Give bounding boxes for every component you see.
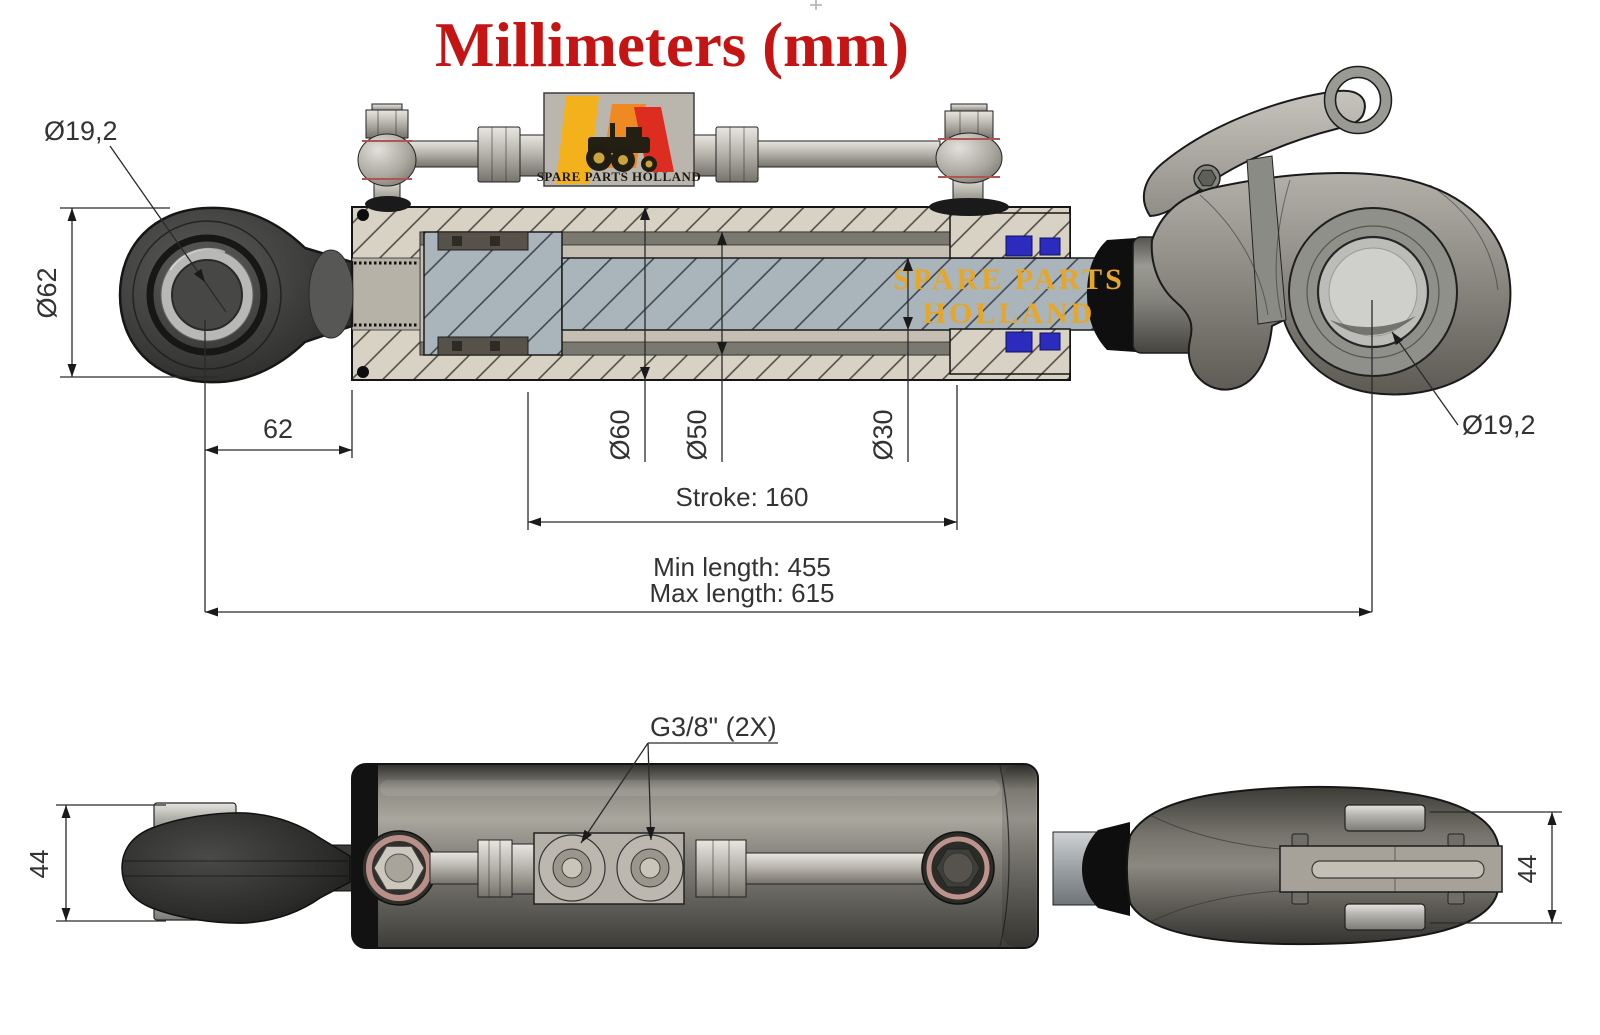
banjo-fitting-left: [357, 103, 417, 209]
hydraulic-pipe-assembly: SPARE PARTS HOLLAND: [357, 92, 1003, 209]
tractor-icon: [586, 123, 657, 172]
logo-stripe-red: [634, 107, 674, 172]
dim-eye-width-label: 44: [24, 850, 54, 879]
rubber-boot-external: [1082, 822, 1130, 916]
hook-assembly-section: [1087, 65, 1512, 396]
o-ring: [357, 366, 369, 378]
side-tube: [745, 852, 937, 885]
dim-eye-od-label: Ø62: [32, 267, 62, 318]
pivot-bushing-top: [1344, 804, 1426, 832]
ball-cap: [308, 249, 354, 339]
hook-external: [1052, 785, 1503, 946]
cylinder-external: [351, 763, 1039, 949]
eye-stud: [351, 257, 421, 331]
section-view: SPARE PARTS HOLLAND: [32, 65, 1536, 617]
pull-ring: [1324, 66, 1392, 134]
dim-eye-offset-label: 62: [263, 414, 293, 444]
dim-rod-label: Ø30: [868, 409, 898, 460]
pipe-segment: [757, 140, 941, 168]
dim-min-length-label: Min length: 455: [653, 552, 831, 582]
logo-text: SPARE PARTS HOLLAND: [537, 169, 702, 184]
watermark-line2: HOLLAND: [923, 297, 1096, 330]
dim-eye-hole-label: Ø19,2: [44, 116, 118, 146]
compression-nut: [695, 839, 747, 898]
rubber-boot: [1087, 238, 1136, 352]
dim-ports-label: G3/8" (2X): [650, 712, 777, 742]
dim-max-length-label: Max length: 615: [649, 578, 834, 608]
watermark-line1: SPARE PARTS: [893, 263, 1125, 296]
piston-seal: [437, 336, 529, 356]
piston-rod-section: [561, 257, 1108, 331]
page-title: Millimeters (mm): [435, 10, 909, 80]
port-tube: [429, 851, 481, 885]
latch-pin: [1311, 860, 1485, 879]
rod-seal-blue: [1005, 331, 1033, 353]
dim-cylinder-od-label: Ø60: [605, 409, 635, 460]
dim-hook-hole-label: Ø19,2: [1462, 410, 1536, 440]
piston-seal: [437, 231, 529, 251]
banjo-fitting-right: [935, 103, 1003, 209]
compression-nut: [477, 839, 513, 898]
banjo-flange: [365, 196, 411, 212]
rod-seal-blue: [1039, 332, 1061, 351]
brand-logo-plate: SPARE PARTS HOLLAND: [537, 92, 702, 187]
manifold-block: [533, 832, 685, 905]
section-dimensions: Ø19,2 Ø62 62 Ø60 Ø50 Ø30 Stroke:: [32, 116, 1536, 617]
registration-cross: [810, 0, 822, 10]
compression-nut: [477, 126, 521, 183]
cylinder-port-left: [361, 830, 437, 906]
pivot-bushing-bottom: [1344, 903, 1426, 931]
o-ring: [357, 209, 369, 221]
dim-bore-label: Ø50: [682, 409, 712, 460]
dim-hook-width-label: 44: [1512, 855, 1542, 884]
external-dimensions: G3/8" (2X) 44 44: [24, 712, 1562, 924]
rod-seal-blue: [1005, 235, 1033, 257]
ball-joint-external: [121, 802, 357, 924]
ball-joint-eye-section: [118, 206, 354, 384]
rod-seal-blue: [1039, 237, 1061, 256]
cylinder-port-right: [921, 831, 995, 905]
pipe-sleeve: [511, 843, 535, 895]
banjo-flange: [929, 198, 1009, 216]
pipe-sleeve: [691, 134, 717, 177]
compression-nut: [715, 126, 759, 183]
external-view: G3/8" (2X) 44 44: [24, 712, 1562, 949]
pipe-sleeve: [519, 134, 547, 177]
eye-hole: [171, 259, 243, 331]
eye-body-external: [121, 812, 351, 924]
dim-stroke-label: Stroke: 160: [676, 482, 809, 512]
cylinder-cross-section: [351, 196, 1108, 381]
